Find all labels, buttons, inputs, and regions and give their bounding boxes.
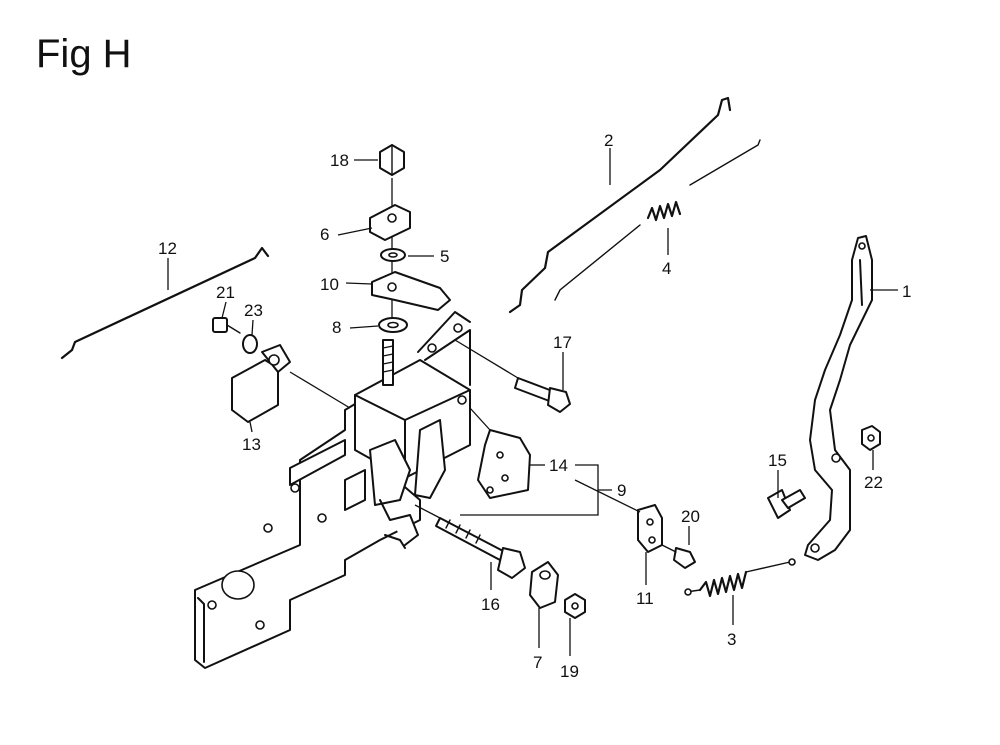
- spring-4: [646, 200, 682, 222]
- throttle-rod-2: [508, 96, 732, 314]
- callout-1: 1: [902, 282, 911, 301]
- callout-19: 19: [560, 662, 579, 681]
- spring-3: [684, 558, 796, 598]
- callout-21: 21: [216, 283, 235, 302]
- screw-21: [212, 317, 241, 334]
- control-arm-10: [371, 271, 451, 311]
- washer-23: [242, 334, 258, 354]
- screw-20: [661, 544, 696, 569]
- callout-12: 12: [158, 239, 177, 258]
- lever-6: [369, 204, 411, 241]
- figure-title: Fig H: [36, 32, 132, 76]
- callout-9: 9: [617, 481, 626, 500]
- link-rod-4: [554, 139, 761, 301]
- callout-17: 17: [553, 333, 572, 352]
- clip-11: [637, 504, 663, 553]
- bolt-16: [435, 517, 526, 579]
- bolt-15: [767, 489, 806, 519]
- washer-5: [380, 248, 406, 262]
- callout-4: 4: [662, 259, 671, 278]
- nut-22: [861, 425, 881, 451]
- callout-23: 23: [244, 301, 263, 320]
- throttle-body: [354, 311, 471, 549]
- control-lever-1: [804, 235, 873, 561]
- callout-10: 10: [320, 275, 339, 294]
- nut-19: [564, 593, 586, 619]
- callout-20: 20: [681, 507, 700, 526]
- bolt-17: [514, 377, 571, 413]
- callout-7: 7: [533, 653, 542, 672]
- callout-8: 8: [332, 318, 341, 337]
- callout-3: 3: [727, 630, 736, 649]
- callout-15: 15: [768, 451, 787, 470]
- cam-7: [529, 561, 559, 609]
- choke-bracket-13: [231, 344, 351, 423]
- choke-rod-12: [60, 246, 270, 360]
- callout-6: 6: [320, 225, 329, 244]
- leader-lines: [167, 148, 898, 656]
- control-base-plate: [194, 394, 421, 669]
- callout-22: 22: [864, 473, 883, 492]
- callout-5: 5: [440, 247, 449, 266]
- callout-16: 16: [481, 595, 500, 614]
- threaded-stud: [382, 339, 394, 386]
- callout-13: 13: [242, 435, 261, 454]
- callout-labels: 1 2 3 4 5 6 7 8 9 10 11 12 13 14 15 16 1…: [158, 131, 911, 681]
- callout-11: 11: [636, 589, 654, 608]
- callout-14: 14: [549, 456, 568, 475]
- callout-18: 18: [330, 151, 349, 170]
- flange-nut-18: [379, 144, 405, 176]
- spring-washer-8: [378, 317, 408, 333]
- bracket-14: [477, 429, 531, 499]
- callout-2: 2: [604, 131, 613, 150]
